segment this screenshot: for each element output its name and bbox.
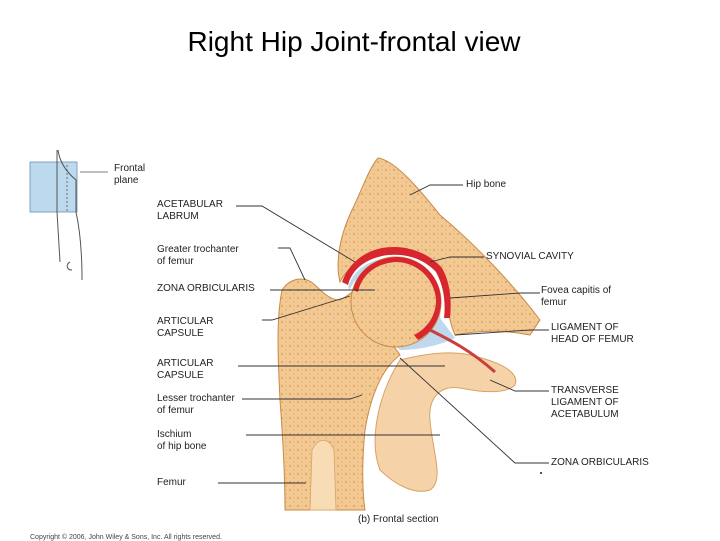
synovial-cavity (348, 258, 455, 350)
label-zona-orbicularis-left: ZONA ORBICULARIS (157, 283, 255, 294)
label-articular-capsule-a-1: ARTICULAR (157, 316, 214, 327)
label-articular-capsule-b-2: CAPSULE (157, 370, 204, 381)
label-articular-capsule-a-2: CAPSULE (157, 328, 204, 339)
page-title: Right Hip Joint-frontal view (187, 26, 521, 57)
inset-figure (29, 149, 108, 281)
label-synovial-cavity: SYNOVIAL CAVITY (486, 251, 574, 262)
label-ligament-of-head-1: LIGAMENT OF (551, 322, 619, 333)
label-ligament-of-head-2: HEAD OF FEMUR (551, 334, 634, 345)
left-leader-lines (218, 205, 445, 484)
label-acetabular-labrum-1: ACETABULAR (157, 199, 223, 210)
label-transverse-ligament-3: ACETABULUM (551, 409, 619, 420)
label-acetabular-labrum-2: LABRUM (157, 211, 199, 222)
label-fovea-capitis-2: femur (541, 297, 567, 308)
right-leader-lines (399, 184, 549, 464)
label-lesser-trochanter-2: of femur (157, 405, 194, 416)
inset-plane-label: plane (114, 175, 139, 186)
label-zona-orbicularis-right: ZONA ORBICULARIS (551, 457, 649, 468)
label-hip-bone: Hip bone (466, 179, 507, 190)
marker-dot (540, 472, 542, 474)
inset-frontal-label: Frontal (114, 163, 146, 174)
label-transverse-ligament-2: LIGAMENT OF (551, 397, 619, 408)
label-fovea-capitis-1: Fovea capitis of (541, 285, 612, 296)
medullary-cavity (309, 439, 337, 511)
ischium (374, 352, 517, 492)
label-lesser-trochanter-1: Lesser trochanter (157, 393, 235, 404)
label-greater-trochanter-2: of femur (157, 256, 194, 267)
label-femur: Femur (157, 477, 186, 488)
label-transverse-ligament-1: TRANSVERSE (551, 385, 619, 396)
figure-caption: (b) Frontal section (358, 514, 439, 525)
ligament-of-head (429, 328, 496, 374)
copyright-notice: Copyright © 2006, John Wiley & Sons, Inc… (30, 534, 222, 541)
label-ischium-2: of hip bone (157, 441, 207, 452)
label-greater-trochanter-1: Greater trochanter (157, 244, 239, 255)
label-ischium-1: Ischium (157, 429, 192, 440)
label-articular-capsule-b-1: ARTICULAR (157, 358, 214, 369)
